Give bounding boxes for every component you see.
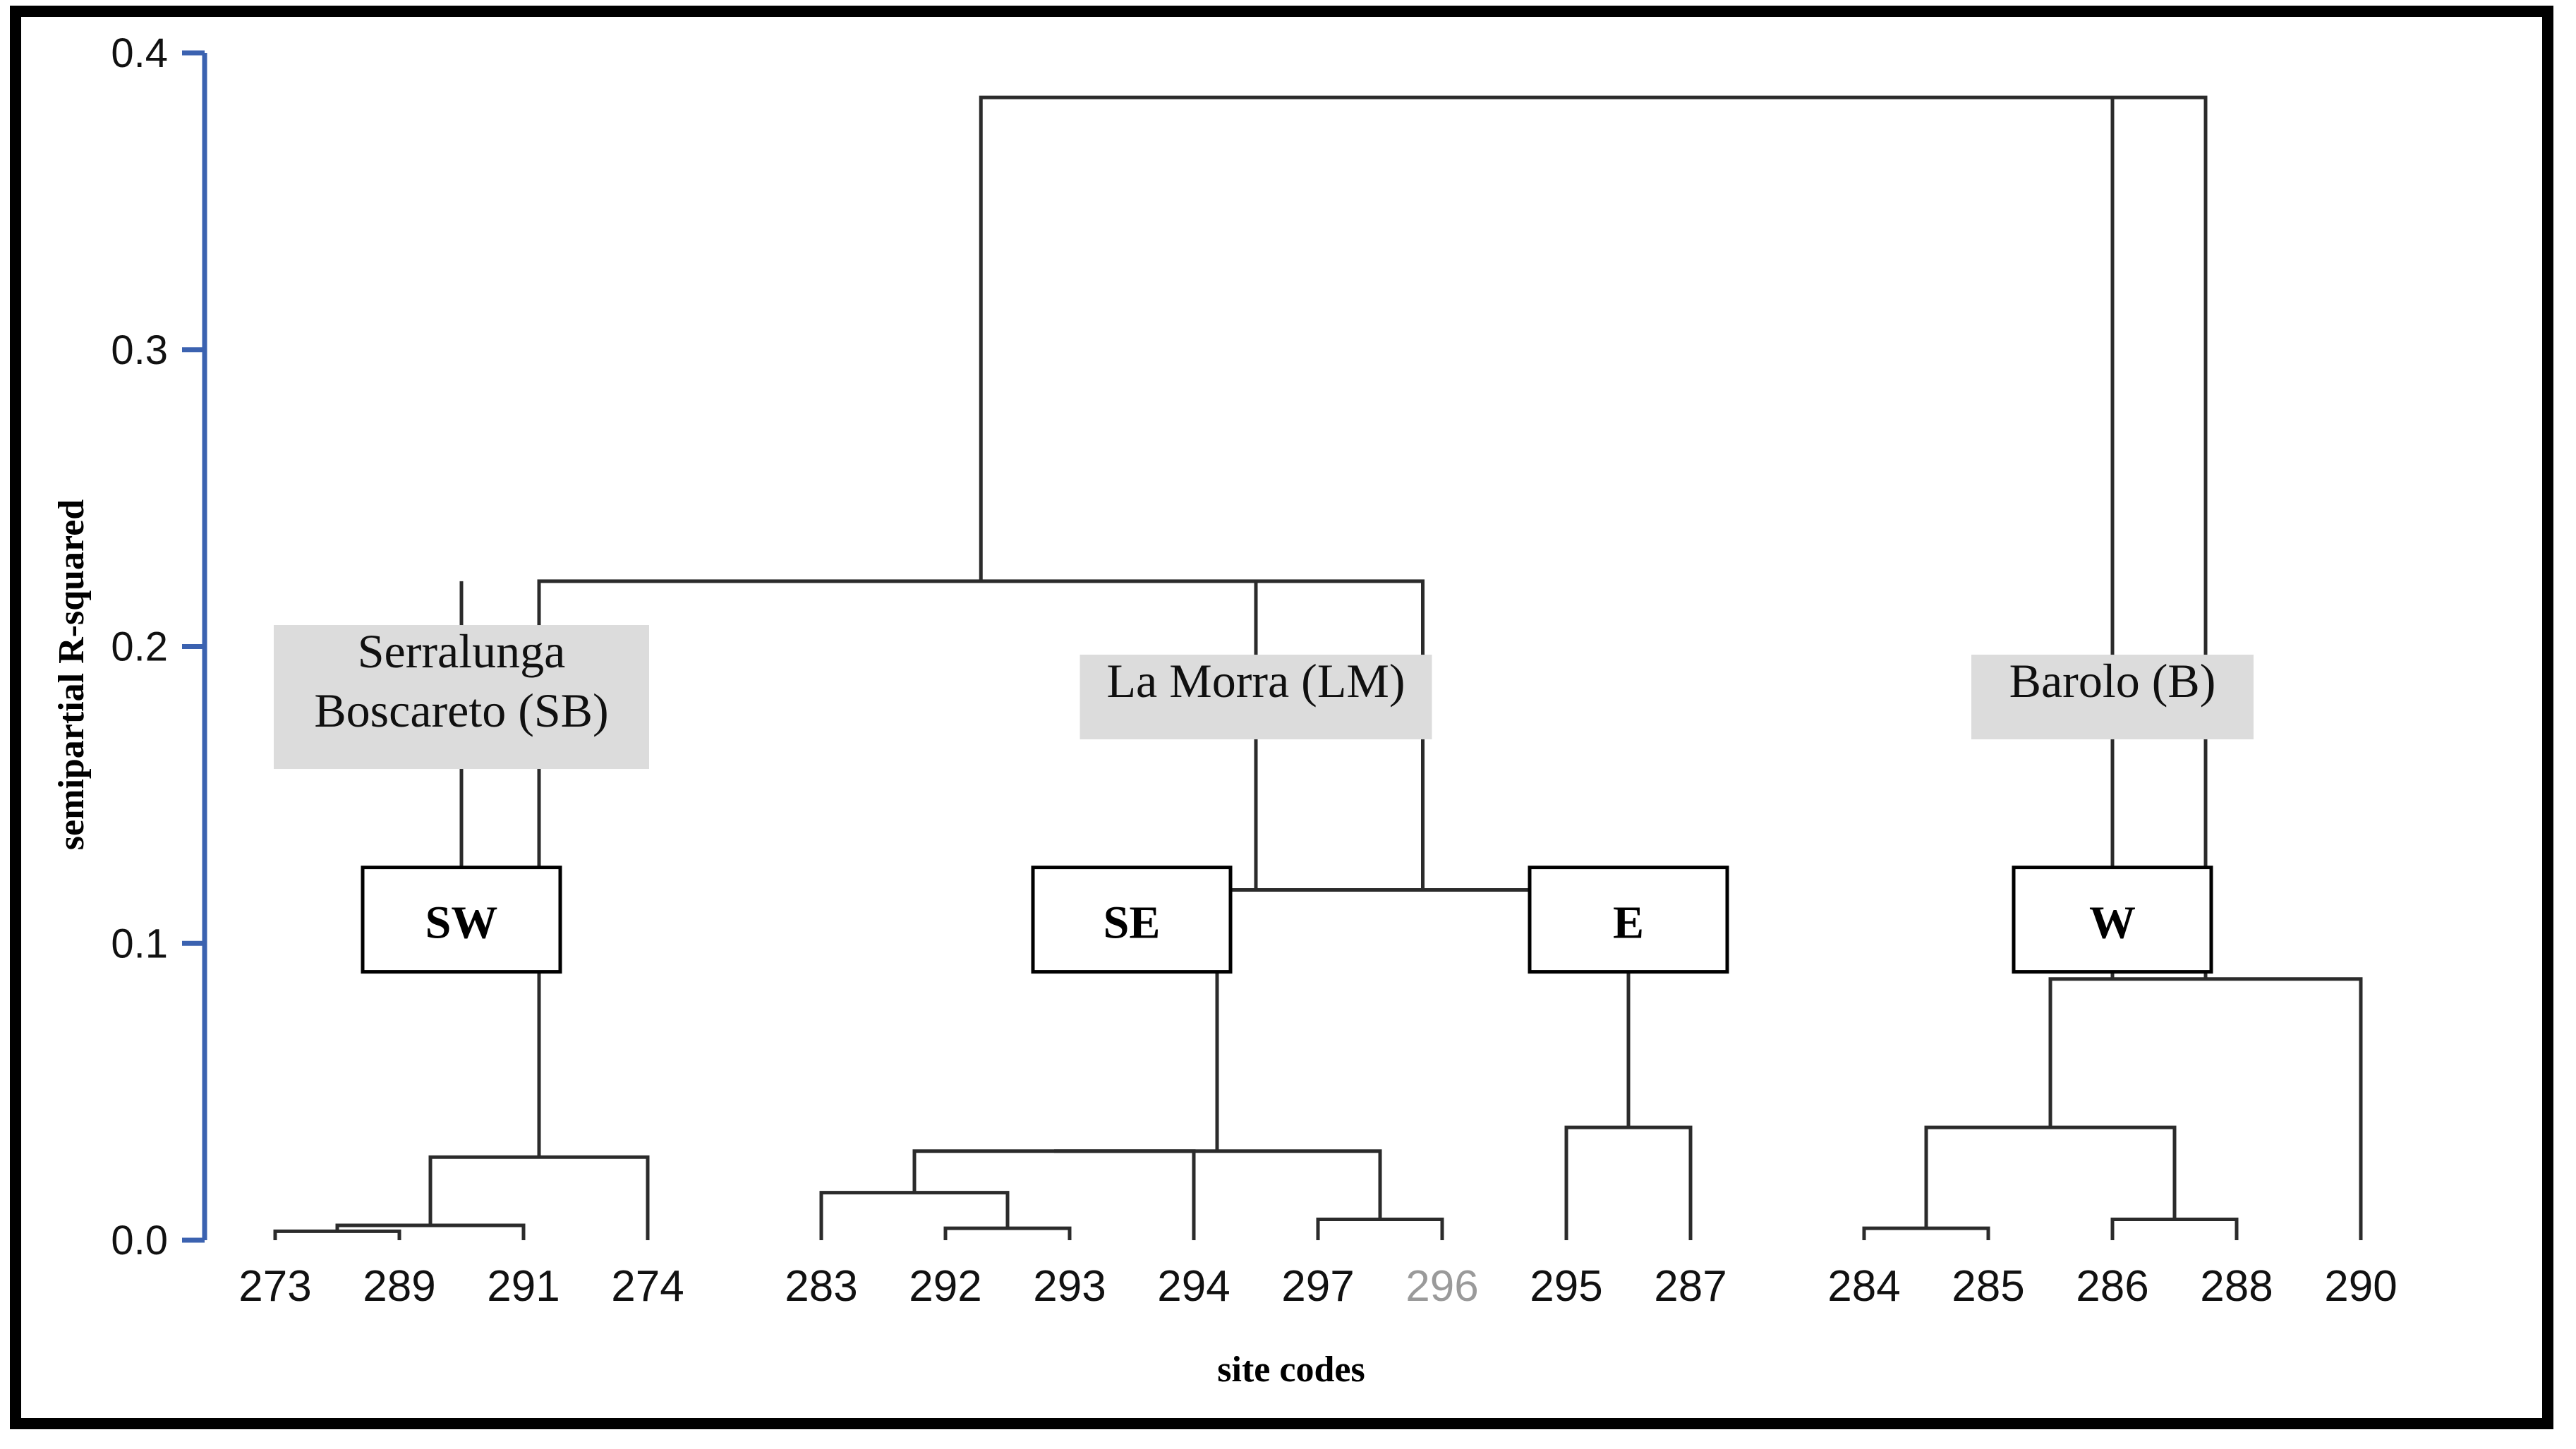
region-label-text: Boscareto (SB) (314, 684, 608, 737)
leaf-label: 286 (2076, 1262, 2148, 1311)
leaf-label: 284 (1827, 1262, 1900, 1311)
leaf-label: 294 (1157, 1262, 1230, 1311)
cluster-label-box (1031, 866, 1233, 974)
dendrogram-link (2110, 1218, 2239, 1240)
dendrogram-link (273, 1229, 401, 1240)
leaf-label: 274 (611, 1262, 684, 1311)
y-axis (182, 50, 207, 1243)
dendrogram-link (428, 1155, 650, 1240)
dendrogram-link (1564, 1125, 1693, 1240)
region-label-text: Serralunga (358, 624, 566, 678)
leaf-label: 290 (2324, 1262, 2397, 1311)
axis-titles: site codes semipartial R-squared (52, 499, 1365, 1390)
cluster-label-box (1528, 866, 1729, 974)
dendrogram-link (1316, 1218, 1444, 1240)
dendrogram-link (1862, 1226, 1990, 1240)
region-label-text: La Morra (LM) (1107, 654, 1405, 708)
y-tick-label: 0.0 (111, 1218, 168, 1263)
cluster-label-box (361, 866, 562, 974)
y-tick-label: 0.4 (111, 30, 168, 76)
y-tick-labels: 0.0 0.1 0.2 0.3 0.4 (111, 30, 168, 1263)
y-tick-label: 0.1 (111, 921, 168, 966)
dendrogram-link (819, 1191, 1010, 1240)
cluster-label-text: SW (425, 897, 498, 949)
dendrogram-link (1054, 1149, 1382, 1220)
leaf-label: 291 (487, 1262, 560, 1311)
dendrogram-link (537, 579, 1425, 920)
dendrogram-link (979, 95, 2208, 920)
leaf-label: 295 (1530, 1262, 1602, 1311)
cluster-label-text: E (1613, 897, 1644, 949)
dendrogram-link (2048, 977, 2363, 1240)
cluster-label-boxes: SW SE E W (361, 866, 2213, 974)
leaf-label: 273 (238, 1262, 311, 1311)
y-tick-label: 0.2 (111, 624, 168, 670)
leaf-label: 287 (1654, 1262, 1727, 1311)
leaf-label: 285 (1952, 1262, 2024, 1311)
region-label-box (1971, 655, 2254, 740)
dendrogram-link (943, 1226, 1072, 1240)
leaf-label: 292 (909, 1262, 981, 1311)
leaf-label: 288 (2200, 1262, 2273, 1311)
y-tick-label: 0.3 (111, 327, 168, 373)
leaf-label: 293 (1033, 1262, 1106, 1311)
cluster-label-box (2012, 866, 2213, 974)
x-axis-title: site codes (1217, 1350, 1365, 1390)
cluster-label-text: SE (1103, 897, 1161, 949)
region-label-text: Barolo (B) (2009, 654, 2216, 708)
leaf-label: 289 (363, 1262, 435, 1311)
cluster-label-text: W (2089, 897, 2136, 949)
leaf-label: 296 (1405, 1262, 1478, 1311)
region-label-box (1080, 655, 1432, 740)
dendrogram-link (1924, 1125, 2177, 1229)
leaf-label: 283 (785, 1262, 857, 1311)
region-label-box (274, 625, 649, 770)
dendrogram-links (273, 95, 2363, 1240)
y-axis-title: semipartial R-squared (52, 499, 92, 850)
leaf-labels: 273 289 291 274 283 292 293 294 297 296 295 287 284 2… (238, 1262, 2397, 1311)
leaf-label: 297 (1281, 1262, 1354, 1311)
